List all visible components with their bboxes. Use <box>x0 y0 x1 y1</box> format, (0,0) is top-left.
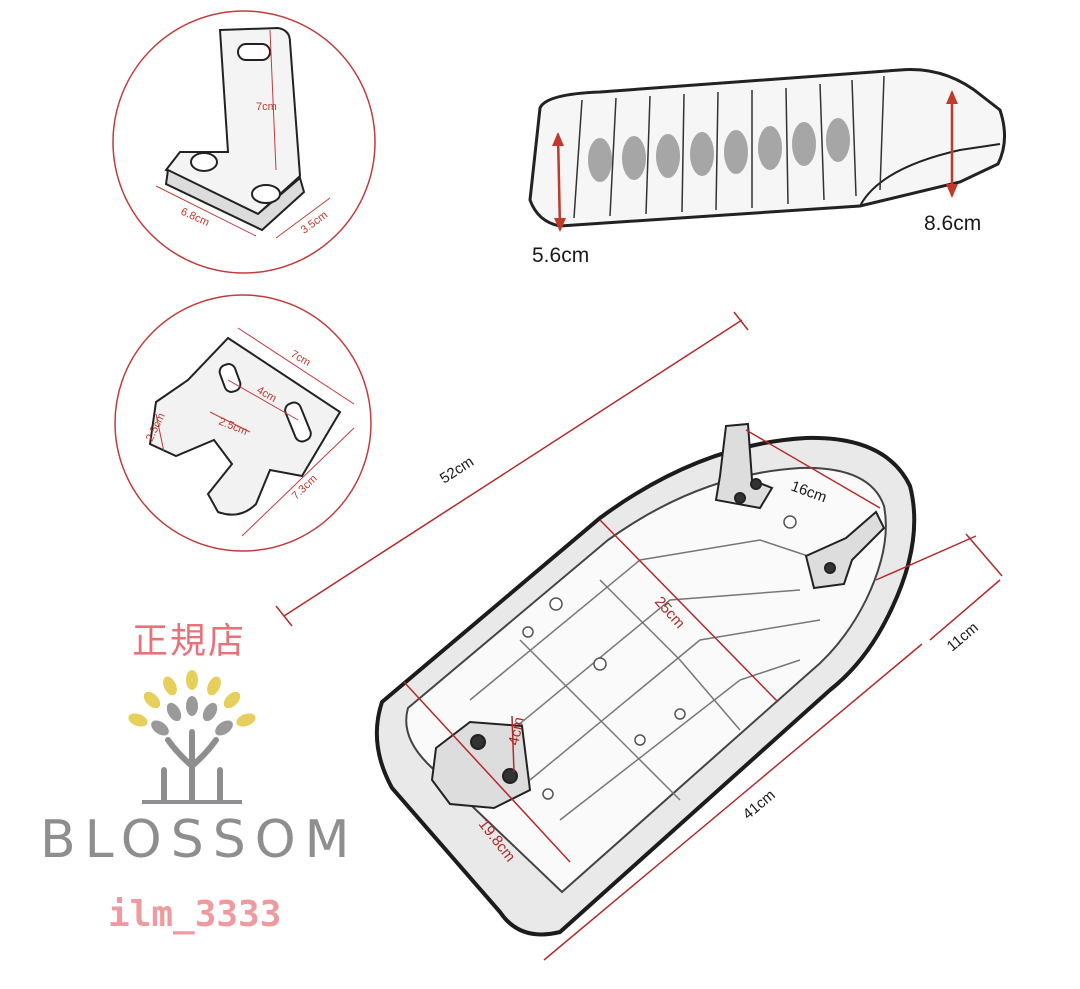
base-plate-ribs <box>469 539 821 821</box>
hole-spacing-label: 4cm <box>505 716 528 747</box>
bracket-detail-1: 7cm 6.8cm 3.5cm <box>112 10 376 274</box>
side-height-label: 11cm <box>944 619 982 655</box>
seat-pleat-lines <box>573 75 885 219</box>
seat-rear-bracket <box>714 422 774 510</box>
seat-bottom-view: 52cm 16cm 25cm 11cm 41cm 19.8cm 4cm <box>275 311 1003 961</box>
l-bracket-drawing <box>164 26 306 232</box>
bracket1-height-label: 7cm <box>256 101 277 113</box>
seat-side-bracket <box>804 510 886 590</box>
seller-handle: ilm_3333 <box>108 894 282 935</box>
seat-dimension-lines <box>275 311 1003 961</box>
rear-height-label: 8.6cm <box>924 212 981 235</box>
shop-label: 正規店 <box>132 621 247 662</box>
seat-side-view: 5.6cm 8.6cm <box>528 68 1006 267</box>
front-height-label: 5.6cm <box>532 244 589 267</box>
flat-bracket-drawing <box>148 336 342 516</box>
bracket-detail-2: 7cm 4cm 2.5cm 2.5cm 7.3cm <box>114 294 372 552</box>
logo-wordmark: BLOSSOM <box>40 810 359 870</box>
seat-length-label: 52cm <box>437 453 477 487</box>
blossom-tree-logo-icon <box>128 670 256 804</box>
